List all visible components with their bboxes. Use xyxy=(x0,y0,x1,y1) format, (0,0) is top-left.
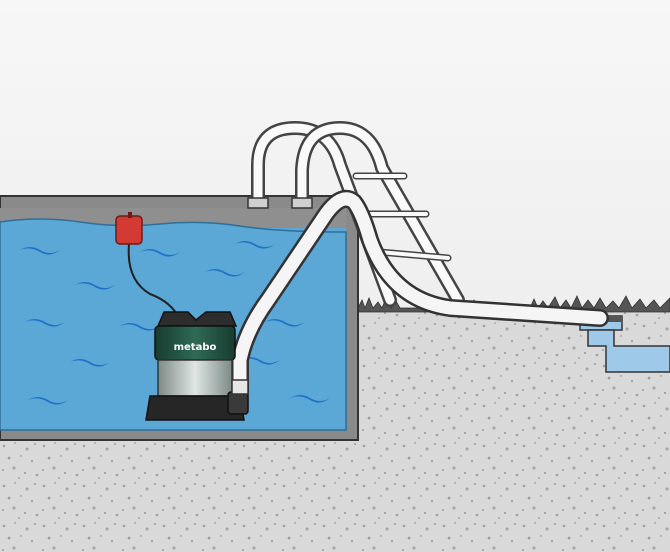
float-switch-cable xyxy=(127,243,181,321)
pump-brand-label: metabo xyxy=(174,342,217,353)
pool-ladder xyxy=(247,120,465,307)
water-waves xyxy=(20,241,330,405)
submersible-pump: metabo xyxy=(145,311,249,421)
float-switch xyxy=(115,215,143,245)
discharge-hose xyxy=(231,190,609,401)
